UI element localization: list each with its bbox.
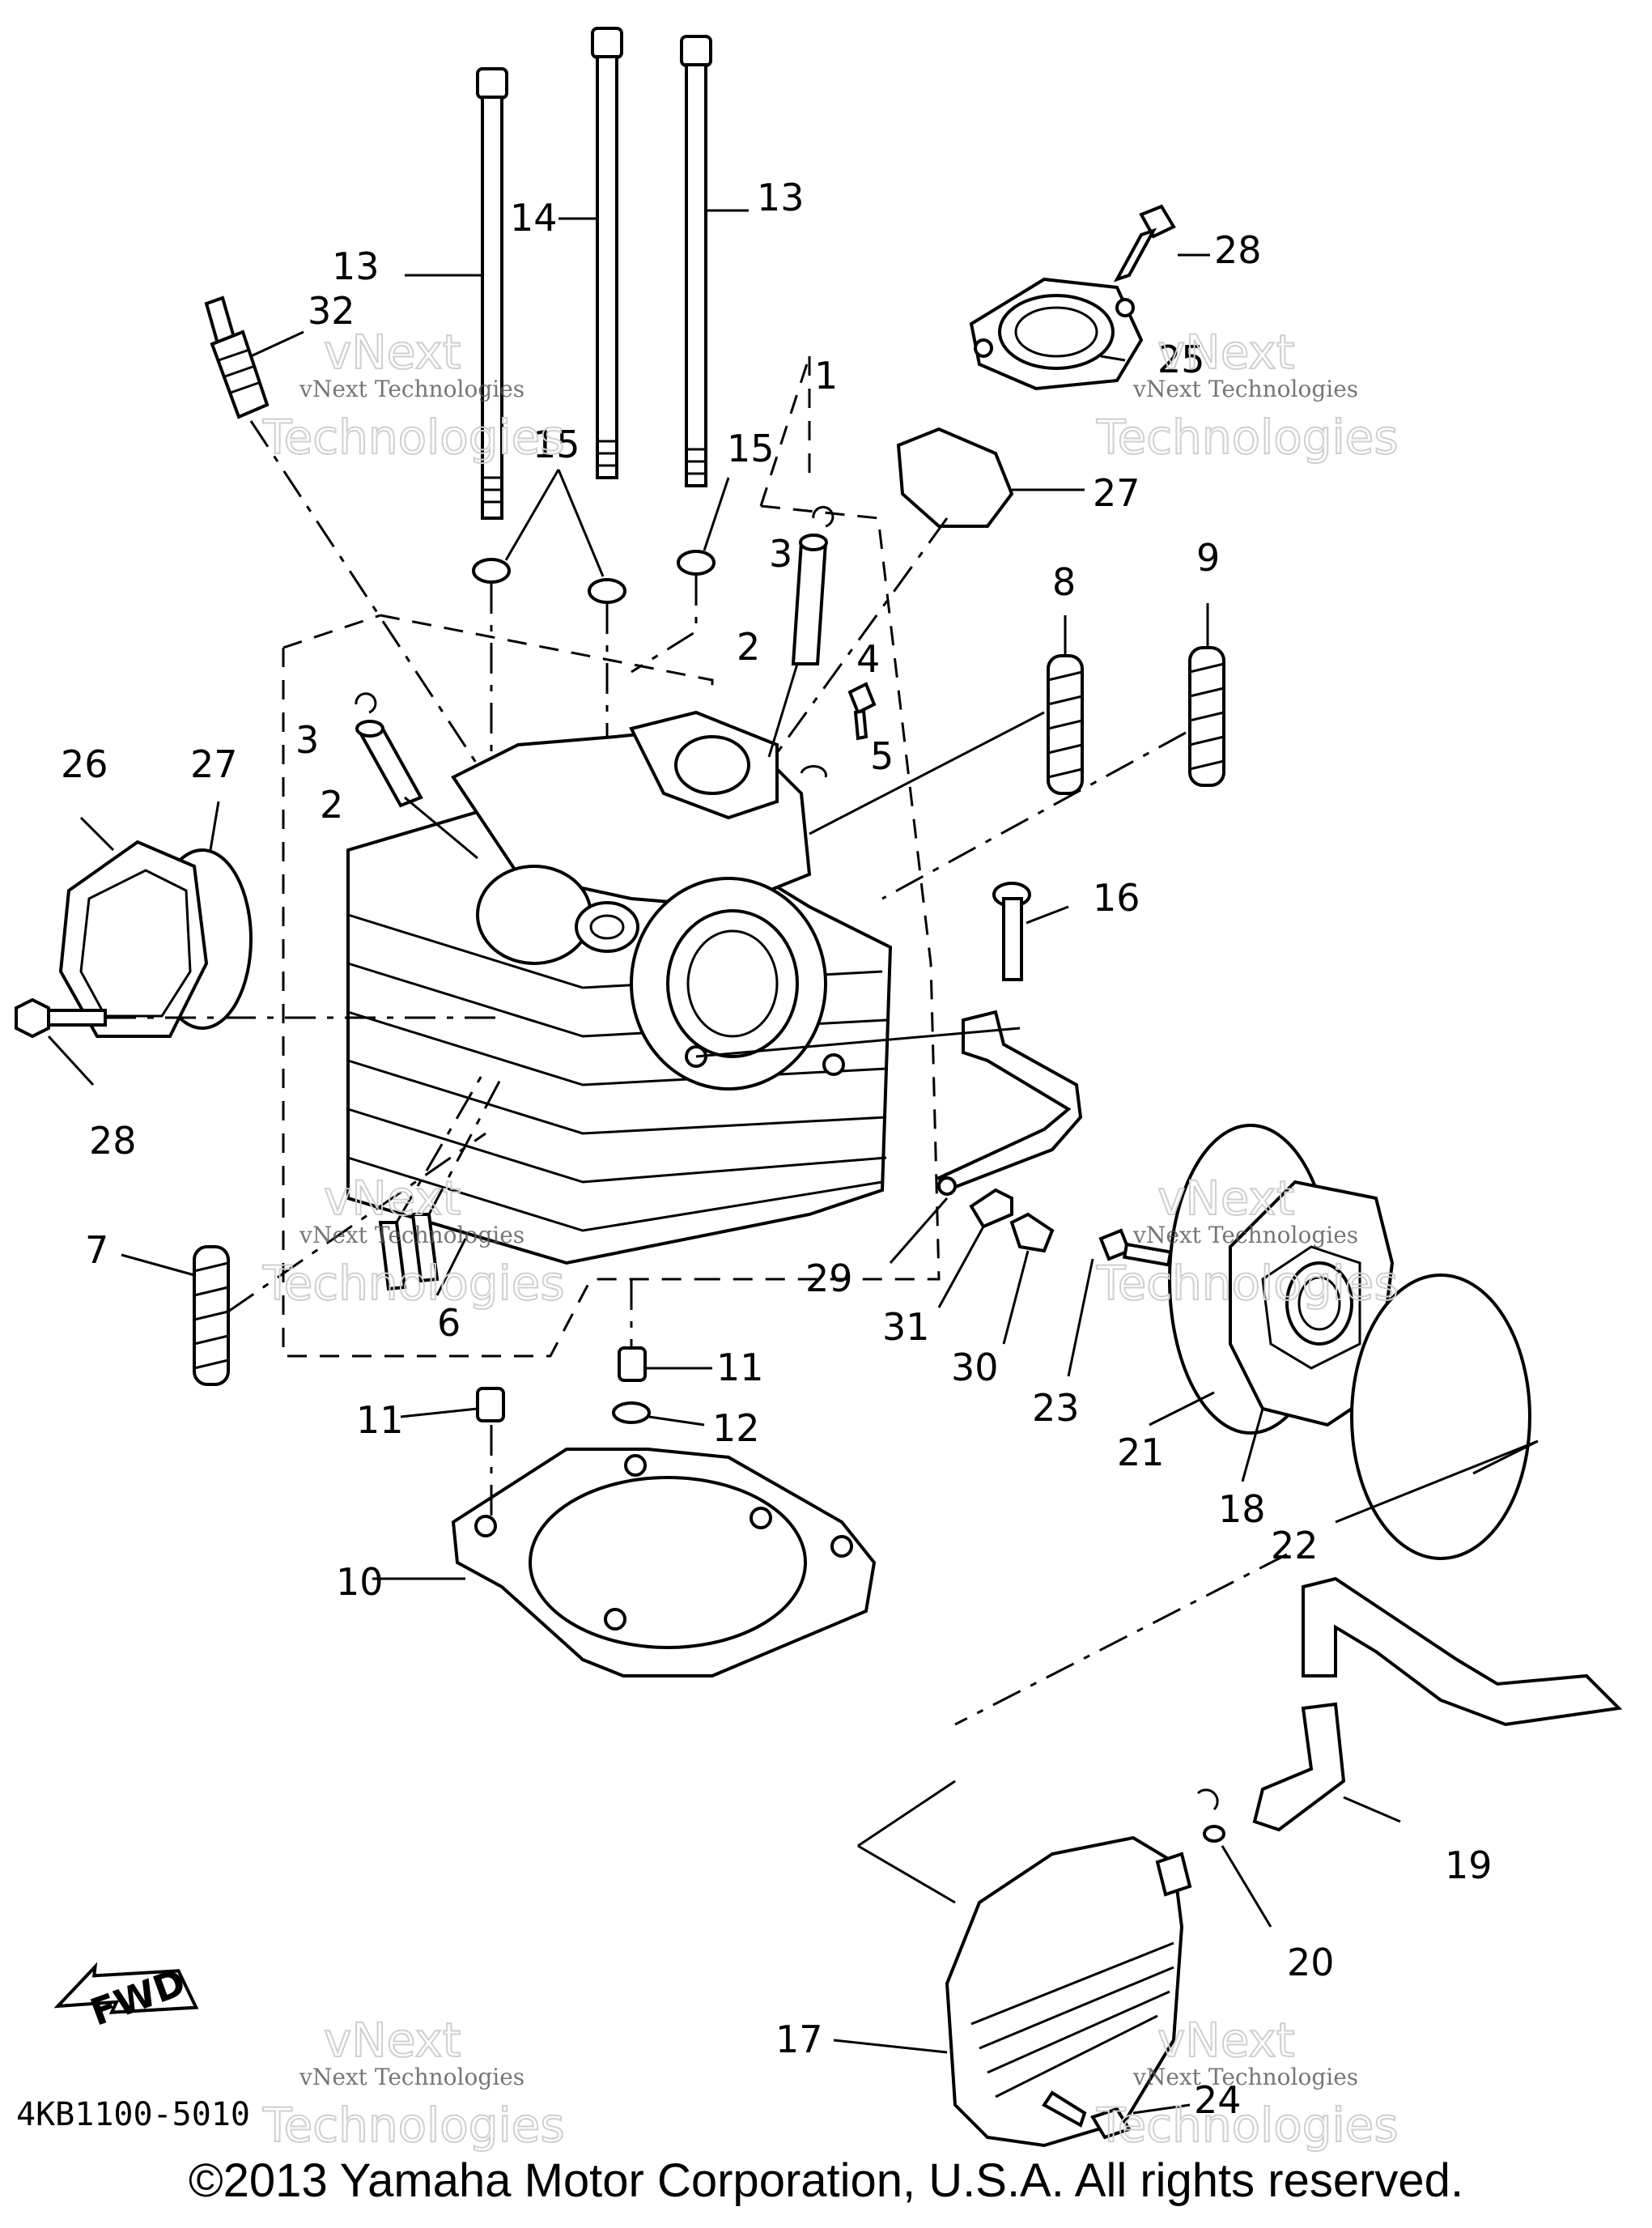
part-label-24: 24	[1194, 2078, 1242, 2122]
oil-bracket	[695, 1010, 1083, 1345]
watermark-text: vNext Technologies	[1132, 1222, 1358, 1248]
watermark-text: vNext Technologies	[299, 1222, 524, 1248]
spark-plug	[204, 296, 487, 778]
watermark-text: vNext Technologies	[1132, 2064, 1358, 2090]
side-cover-left	[15, 801, 502, 1086]
assembly-outline	[282, 355, 941, 1358]
part-label-31: 31	[882, 1305, 930, 1349]
watermark-logo-text: vNext	[1157, 1171, 1294, 1226]
part-label-32: 32	[308, 289, 355, 333]
part-label-1: 1	[814, 354, 838, 398]
copyright-notice: ©2013 Yamaha Motor Corporation, U.S.A. A…	[188, 2154, 1464, 2207]
watermark-logo-text: vNext	[324, 325, 461, 380]
part-label-29: 29	[805, 1256, 853, 1300]
part-label-4: 4	[856, 637, 880, 681]
part-label-26: 26	[61, 742, 108, 786]
part-label-15: 15	[533, 423, 580, 466]
watermark-logo-text: Technologies	[262, 1256, 565, 1311]
part-label-28: 28	[89, 1119, 137, 1163]
watermark-logo-text: vNext	[1157, 2013, 1294, 2068]
part-label-12: 12	[712, 1406, 760, 1450]
part-label-21: 21	[1117, 1431, 1165, 1474]
watermark-text: vNext Technologies	[299, 376, 524, 402]
cam-cover	[1067, 1124, 1539, 1560]
part-labels: 1 2 2 3 3 4 5 6 7 8 9 10 11 11 12 13 13 …	[61, 176, 1493, 2122]
part-label-25: 25	[1157, 338, 1205, 381]
watermark-logo-text: Technologies	[1096, 2098, 1399, 2153]
part-label-27: 27	[190, 742, 238, 786]
part-label-17: 17	[775, 2018, 823, 2061]
forward-direction-icon: FWD	[53, 1960, 199, 2035]
watermark-logo-text: Technologies	[1096, 1256, 1399, 1311]
watermark-logo-text: vNext	[324, 2013, 461, 2068]
part-label-13: 13	[332, 244, 380, 288]
cylinder-head-bolts	[405, 27, 749, 520]
fwd-label: FWD	[85, 1960, 192, 2035]
part-label-3: 3	[295, 718, 319, 762]
diagram-code: 4KB1100-5010	[16, 2096, 250, 2133]
watermark-text: vNext Technologies	[299, 2064, 524, 2090]
part-label-22: 22	[1271, 1524, 1319, 1567]
part-label-10: 10	[336, 1560, 384, 1604]
part-label-5: 5	[870, 734, 894, 778]
part-label-13: 13	[757, 176, 805, 219]
watermark-logo-text: Technologies	[262, 410, 565, 465]
intake-joint	[775, 204, 1210, 754]
small-bolt-4	[800, 682, 877, 778]
side-cover-right	[833, 1779, 1192, 2148]
part-label-27: 27	[1093, 471, 1140, 515]
part-label-18: 18	[1218, 1487, 1266, 1531]
part-label-8: 8	[1052, 560, 1076, 604]
bolt-16	[992, 882, 1069, 981]
part-label-15: 15	[727, 427, 775, 470]
head-gasket	[372, 1279, 877, 1677]
watermark-text: vNext Technologies	[1132, 376, 1358, 402]
part-label-7: 7	[85, 1228, 108, 1272]
part-label-14: 14	[510, 196, 558, 240]
cylinder-head	[346, 710, 893, 1265]
part-label-23: 23	[1032, 1386, 1080, 1430]
part-label-30: 30	[951, 1346, 999, 1389]
part-label-11: 11	[716, 1346, 764, 1389]
part-label-19: 19	[1445, 1843, 1493, 1887]
part-label-16: 16	[1093, 876, 1140, 920]
studs-6	[378, 1068, 503, 1296]
watermark-logo-text: Technologies	[1096, 410, 1399, 465]
watermark-logo-text: Technologies	[262, 2098, 565, 2153]
breather-hoses	[954, 1553, 1623, 1928]
part-label-3: 3	[769, 532, 792, 576]
part-label-2: 2	[737, 625, 760, 669]
washers-15	[472, 469, 730, 907]
part-label-2: 2	[320, 783, 343, 827]
part-label-20: 20	[1287, 1941, 1335, 1984]
part-label-11: 11	[356, 1398, 404, 1442]
watermark-logo-text: vNext	[324, 1171, 461, 1226]
part-label-6: 6	[437, 1301, 461, 1345]
valve-guides	[355, 505, 834, 860]
part-label-9: 9	[1196, 536, 1220, 580]
part-label-28: 28	[1214, 228, 1262, 272]
watermark: vNext Technologies vNext Technologies vN…	[261, 324, 1399, 2154]
valve-springs	[121, 603, 1225, 1386]
watermark-logo-text: vNext	[1157, 325, 1294, 380]
